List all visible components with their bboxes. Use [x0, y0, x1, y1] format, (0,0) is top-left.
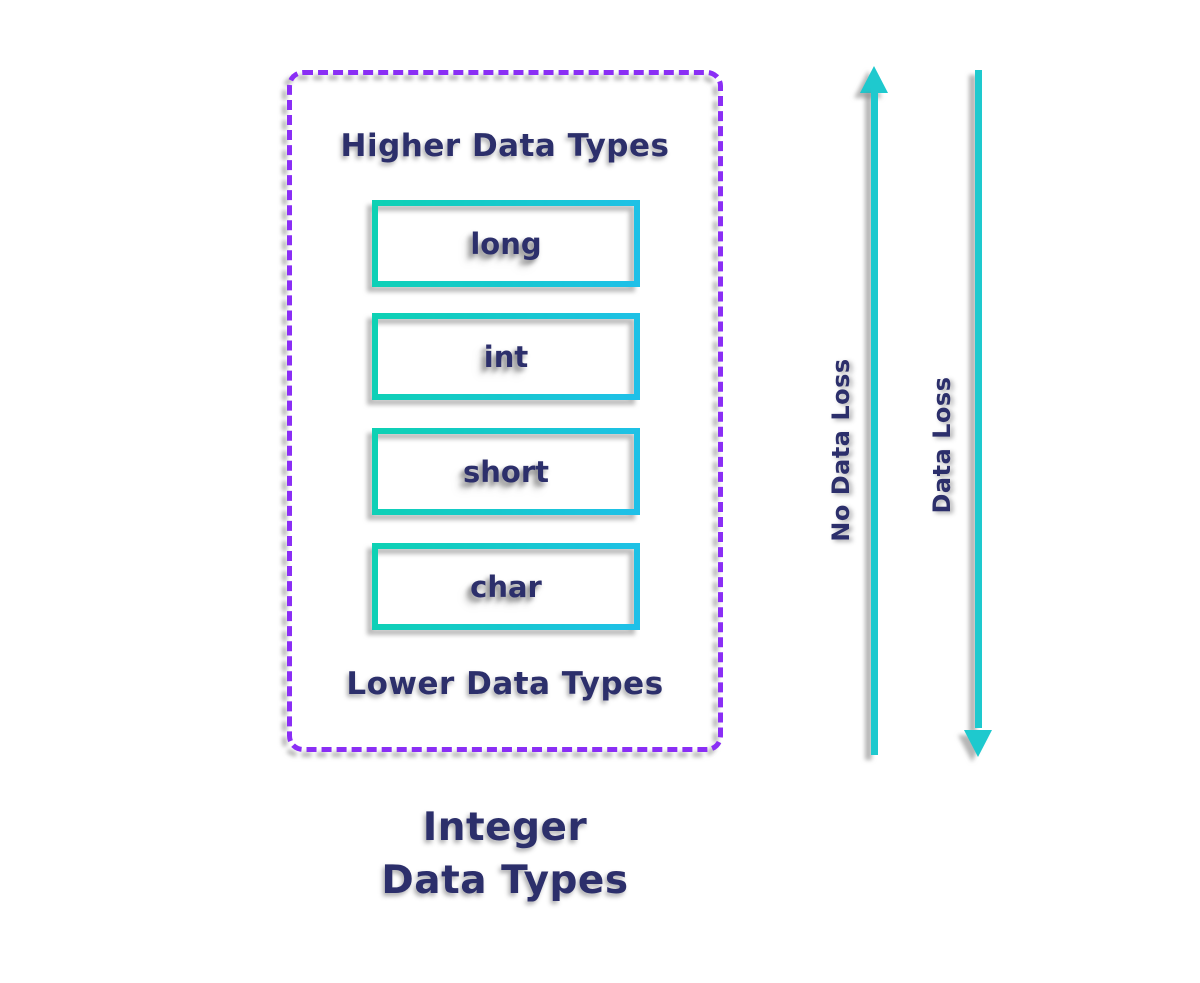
type-box-int: int: [372, 313, 640, 400]
data-types-container-outline: [287, 70, 723, 752]
type-box-short: short: [372, 428, 640, 515]
diagram-title-line2: Data Types: [381, 857, 629, 903]
type-box-long: long: [372, 200, 640, 287]
no-data-loss-label: No Data Loss: [827, 358, 855, 542]
up-arrow-shaft: [871, 88, 878, 755]
type-label-int: int: [483, 339, 529, 374]
lower-data-types-label: Lower Data Types: [346, 666, 664, 702]
type-label-short: short: [463, 454, 549, 489]
data-loss-label: Data Loss: [928, 376, 956, 514]
type-box-char: char: [372, 543, 640, 630]
down-arrow-shaft: [975, 70, 982, 728]
down-arrow-head-icon: [964, 730, 992, 757]
type-label-char: char: [470, 569, 542, 604]
diagram-title-line1: Integer: [422, 805, 588, 850]
type-label-long: long: [470, 226, 542, 261]
diagram-title: Integer Data Types: [347, 802, 663, 907]
higher-data-types-label: Higher Data Types: [340, 128, 670, 164]
